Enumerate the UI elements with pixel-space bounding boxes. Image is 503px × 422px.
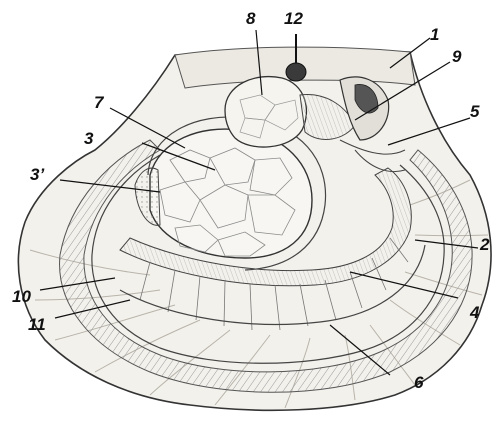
digestive-gland (225, 77, 306, 147)
label-4: 4 (470, 304, 479, 321)
adductor-muscle (150, 129, 312, 258)
hinge-ligament (286, 63, 306, 81)
label-9: 9 (452, 48, 461, 65)
label-6: 6 (414, 374, 423, 391)
label-5: 5 (470, 103, 479, 120)
label-1: 1 (430, 26, 439, 43)
label-2: 2 (480, 236, 489, 253)
label-12: 12 (284, 10, 303, 27)
label-8: 8 (246, 10, 255, 27)
label-10: 10 (12, 288, 31, 305)
label-3-prime: 3’ (30, 166, 44, 183)
label-7: 7 (94, 94, 103, 111)
label-3: 3 (84, 130, 93, 147)
label-11: 11 (28, 316, 46, 333)
